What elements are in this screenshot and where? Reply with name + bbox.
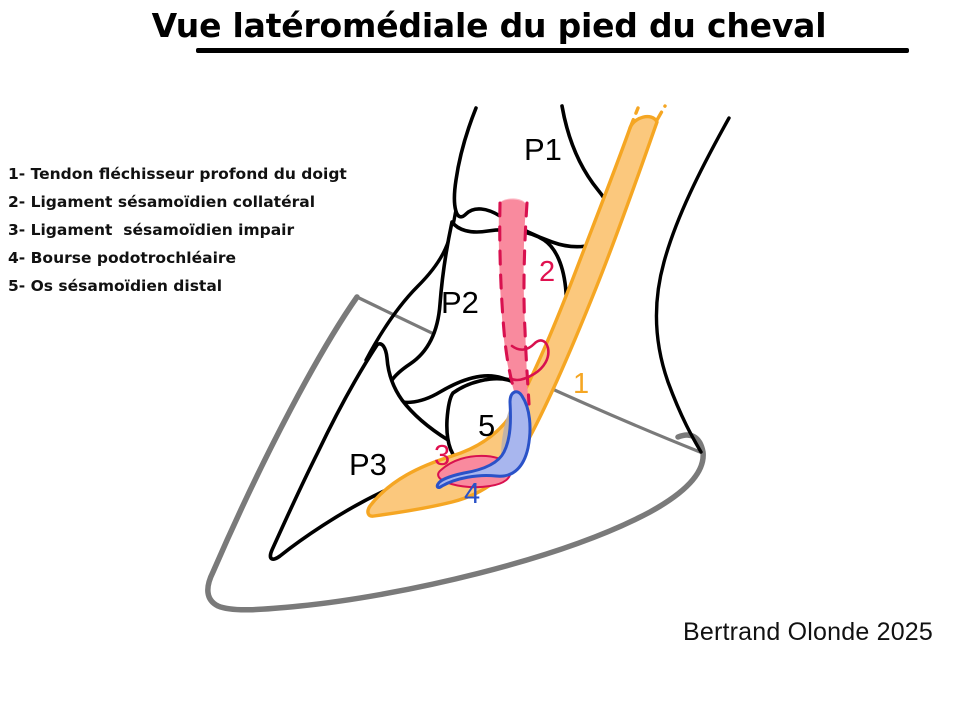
title-underline-rule xyxy=(196,48,909,53)
bone-label-p3: P3 xyxy=(349,447,387,482)
bone-p1-first-phalanx xyxy=(452,104,614,249)
ligament-proximal-fade xyxy=(499,198,527,216)
author-signature: Bertrand Olonde 2025 xyxy=(683,618,934,646)
callout-label-3-impar-ligament: 3 xyxy=(434,440,450,472)
legend-item-2: 2- Ligament sésamoïdien collatéral xyxy=(8,193,316,211)
legend-list: 1- Tendon fléchisseur profond du doigt 2… xyxy=(8,160,408,300)
tendon-proximal-dashed-edge-left xyxy=(655,104,667,122)
podotrochlear-bursa xyxy=(435,390,532,489)
ligament-dashed-outline-left xyxy=(498,201,521,406)
bone-label-p2: P2 xyxy=(441,285,479,320)
page-title: Vue latéromédiale du pied du cheval xyxy=(151,6,827,45)
bone-label-p1: P1 xyxy=(524,132,562,167)
callout-label-2-collateral-ligament: 2 xyxy=(539,256,555,288)
legend-item-4: 4- Bourse podotrochléaire xyxy=(8,249,237,267)
pastern-palmar-contour xyxy=(654,116,731,454)
ligament-dashed-outline-right xyxy=(522,201,531,406)
ligament-insertion-detail xyxy=(508,339,550,382)
legend-item-3: 3- Ligament sésamoïdien impair xyxy=(8,221,295,239)
bone-label-navicular-5: 5 xyxy=(478,408,495,443)
callout-label-1-tendon: 1 xyxy=(573,368,589,400)
callout-label-4-bursa: 4 xyxy=(464,478,480,510)
tendon-proximal-dashed-edge-right xyxy=(628,106,640,130)
legend-item-1: 1- Tendon fléchisseur profond du doigt xyxy=(8,165,347,183)
legend-item-5: 5- Os sésamoïdien distal xyxy=(8,277,223,295)
hoof-capsule-outline xyxy=(205,294,706,613)
title-block: Vue latéromédiale du pied du cheval xyxy=(0,6,978,46)
